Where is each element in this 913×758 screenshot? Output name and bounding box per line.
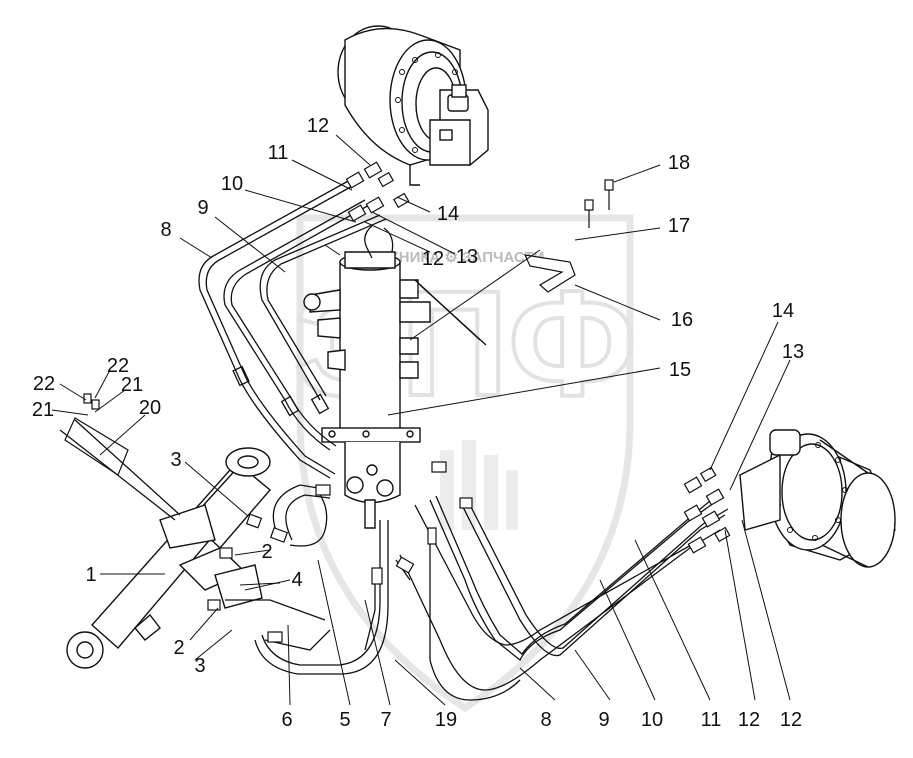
callout-12: 12	[307, 115, 329, 137]
callout-2: 2	[173, 637, 184, 659]
hose-lines	[59, 179, 729, 701]
callout-10: 10	[641, 709, 663, 731]
callout-3: 3	[194, 655, 205, 677]
hose-long-11	[399, 529, 721, 691]
callout-12: 12	[422, 248, 444, 270]
callout-11: 11	[701, 709, 722, 731]
watermark-shield	[296, 214, 634, 713]
hose-long-9	[461, 504, 726, 657]
callout-16: 16	[671, 309, 693, 331]
callout-17: 17	[668, 215, 690, 237]
callout-3: 3	[170, 449, 181, 471]
bracket-and-bolts	[64, 179, 614, 476]
hose-7	[289, 494, 328, 547]
callout-22: 22	[33, 373, 55, 395]
callout-14: 14	[437, 203, 459, 225]
travel-motor-top	[337, 25, 489, 186]
callout-14: 14	[772, 300, 794, 322]
callout-8: 8	[160, 219, 171, 241]
hose-long-8	[429, 499, 719, 662]
callout-9: 9	[197, 197, 208, 219]
fittings	[207, 161, 731, 643]
callout-18: 18	[668, 152, 690, 174]
travel-motor-bottom	[739, 429, 896, 568]
hose-long-10	[414, 504, 701, 646]
hose-9	[223, 199, 366, 451]
watermark-caption: ТЕХНИКА ⚙ ЗАПЧАСТИ	[370, 249, 545, 266]
callout-labels: 1 2 2 3 3 4 5 6 7 8 8 9 9 10 10 11 11 12…	[32, 115, 804, 731]
leader-lines	[51, 134, 791, 706]
callout-19: 19	[435, 709, 457, 731]
callout-4: 4	[291, 569, 302, 591]
callout-11: 11	[268, 142, 289, 164]
callout-21: 21	[121, 374, 143, 396]
hose-8	[198, 179, 351, 479]
watermark-building	[440, 440, 518, 530]
callout-13: 13	[456, 246, 478, 268]
callout-9: 9	[598, 709, 609, 731]
callout-2: 2	[261, 541, 272, 563]
callout-22: 22	[107, 355, 129, 377]
callout-10: 10	[221, 173, 243, 195]
callout-6: 6	[281, 709, 292, 731]
callout-5: 5	[339, 709, 350, 731]
hydraulic-cylinder	[66, 447, 271, 669]
callout-21: 21	[32, 399, 54, 421]
callout-7: 7	[380, 709, 391, 731]
callout-20: 20	[139, 397, 161, 419]
callout-15: 15	[669, 359, 691, 381]
hose-10	[259, 214, 381, 401]
callout-13: 13	[782, 341, 804, 363]
swivel-joint	[303, 251, 431, 529]
callout-1: 1	[85, 564, 96, 586]
callout-8: 8	[540, 709, 551, 731]
callout-12: 12	[780, 709, 802, 731]
callout-12: 12	[738, 709, 760, 731]
